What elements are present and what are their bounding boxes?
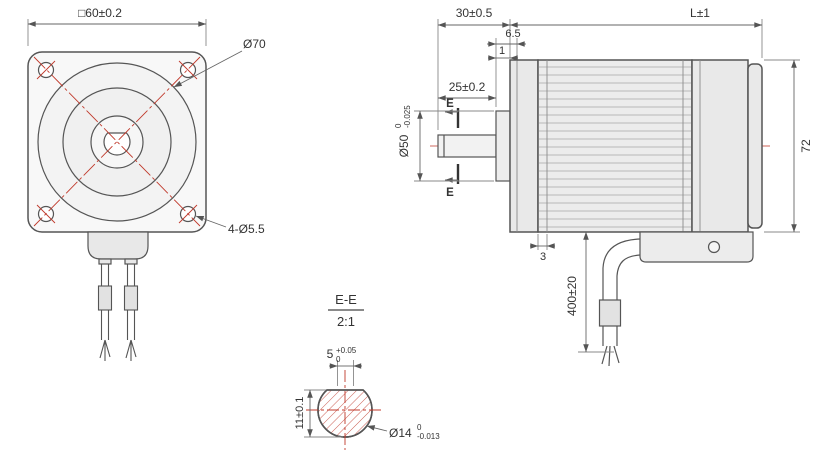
shaft-diameter-label: Ø14 [389, 426, 412, 440]
dim-body-length: L±1 [509, 6, 763, 58]
shaft-extension-label: 30±0.5 [456, 6, 493, 20]
pilot-boss [495, 110, 511, 182]
rear-endbell [691, 59, 749, 233]
dim-cable-length: 400±20 [565, 231, 614, 353]
flat-width-label: 5 [327, 347, 334, 361]
dim-spacer: 3 [530, 234, 555, 263]
spacer-label: 3 [540, 251, 546, 263]
front-connector [87, 231, 149, 265]
section-title: E-E [335, 292, 357, 307]
dim-body-circle: Ø70 [173, 37, 266, 88]
cable [598, 238, 641, 367]
front-view: □60±0.2 Ø70 4-Ø5.5 [27, 6, 266, 361]
section-scale: 2:1 [337, 314, 355, 329]
dim-flange-size: □60±0.2 [27, 6, 207, 46]
mounting-holes-label: 4-Ø5.5 [228, 222, 265, 236]
dim-pilot-diameter: Ø50 0 -0.025 [394, 105, 494, 182]
boss-depth-label: 6.5 [505, 28, 520, 40]
dim-flat-width: 5 +0.05 0 [327, 346, 362, 386]
boss-step-label: 1 [499, 45, 505, 57]
rear-cover [747, 63, 763, 229]
shaft-length-label: 25±0.2 [449, 80, 486, 94]
dim-shaft-diameter: Ø14 0 -0.013 [366, 423, 440, 441]
across-flats-label: 11±0.1 [294, 397, 306, 430]
dim-across-flats: 11±0.1 [294, 389, 343, 438]
section-mark-bottom-label: E [446, 187, 454, 199]
pilot-diameter-label: Ø50 [397, 134, 411, 157]
shaft-tol-upper: 0 [417, 423, 422, 432]
dim-shaft-length: 25±0.2 [437, 80, 497, 101]
pilot-tol-upper: 0 [394, 123, 403, 128]
terminal-box [639, 231, 754, 263]
pilot-tol-lower: -0.025 [403, 105, 412, 128]
side-view: 30±0.5 L±1 6.5 1 25±0.2 [394, 6, 813, 367]
body-circle-label: Ø70 [243, 37, 266, 51]
shaft-d-cut-front [103, 132, 131, 156]
body-length-label: L±1 [690, 6, 710, 20]
dim-boss-step: 1 [488, 45, 518, 61]
stator-fins [539, 60, 691, 232]
terminal-screw [707, 240, 721, 254]
front-endbell [509, 59, 539, 233]
flat-tol-lower: 0 [336, 355, 341, 364]
dim-shaft-extension: 30±0.5 [437, 6, 511, 130]
body-height-label: 72 [799, 139, 813, 153]
section-view: E-E 2:1 5 +0.05 0 11±0.1 [294, 292, 440, 450]
stator-body [537, 59, 693, 233]
flange-size-label: □60±0.2 [78, 6, 122, 20]
section-centerlines [306, 370, 384, 450]
shaft-tol-lower: -0.013 [417, 432, 440, 441]
dim-mounting-holes: 4-Ø5.5 [195, 215, 265, 236]
section-mark-top-label: E [446, 98, 454, 110]
dim-body-height: 72 [764, 59, 813, 233]
flat-tol-upper: +0.05 [336, 346, 357, 355]
lead-wires [97, 264, 139, 361]
cable-length-label: 400±20 [565, 276, 579, 316]
shaft [437, 134, 497, 158]
